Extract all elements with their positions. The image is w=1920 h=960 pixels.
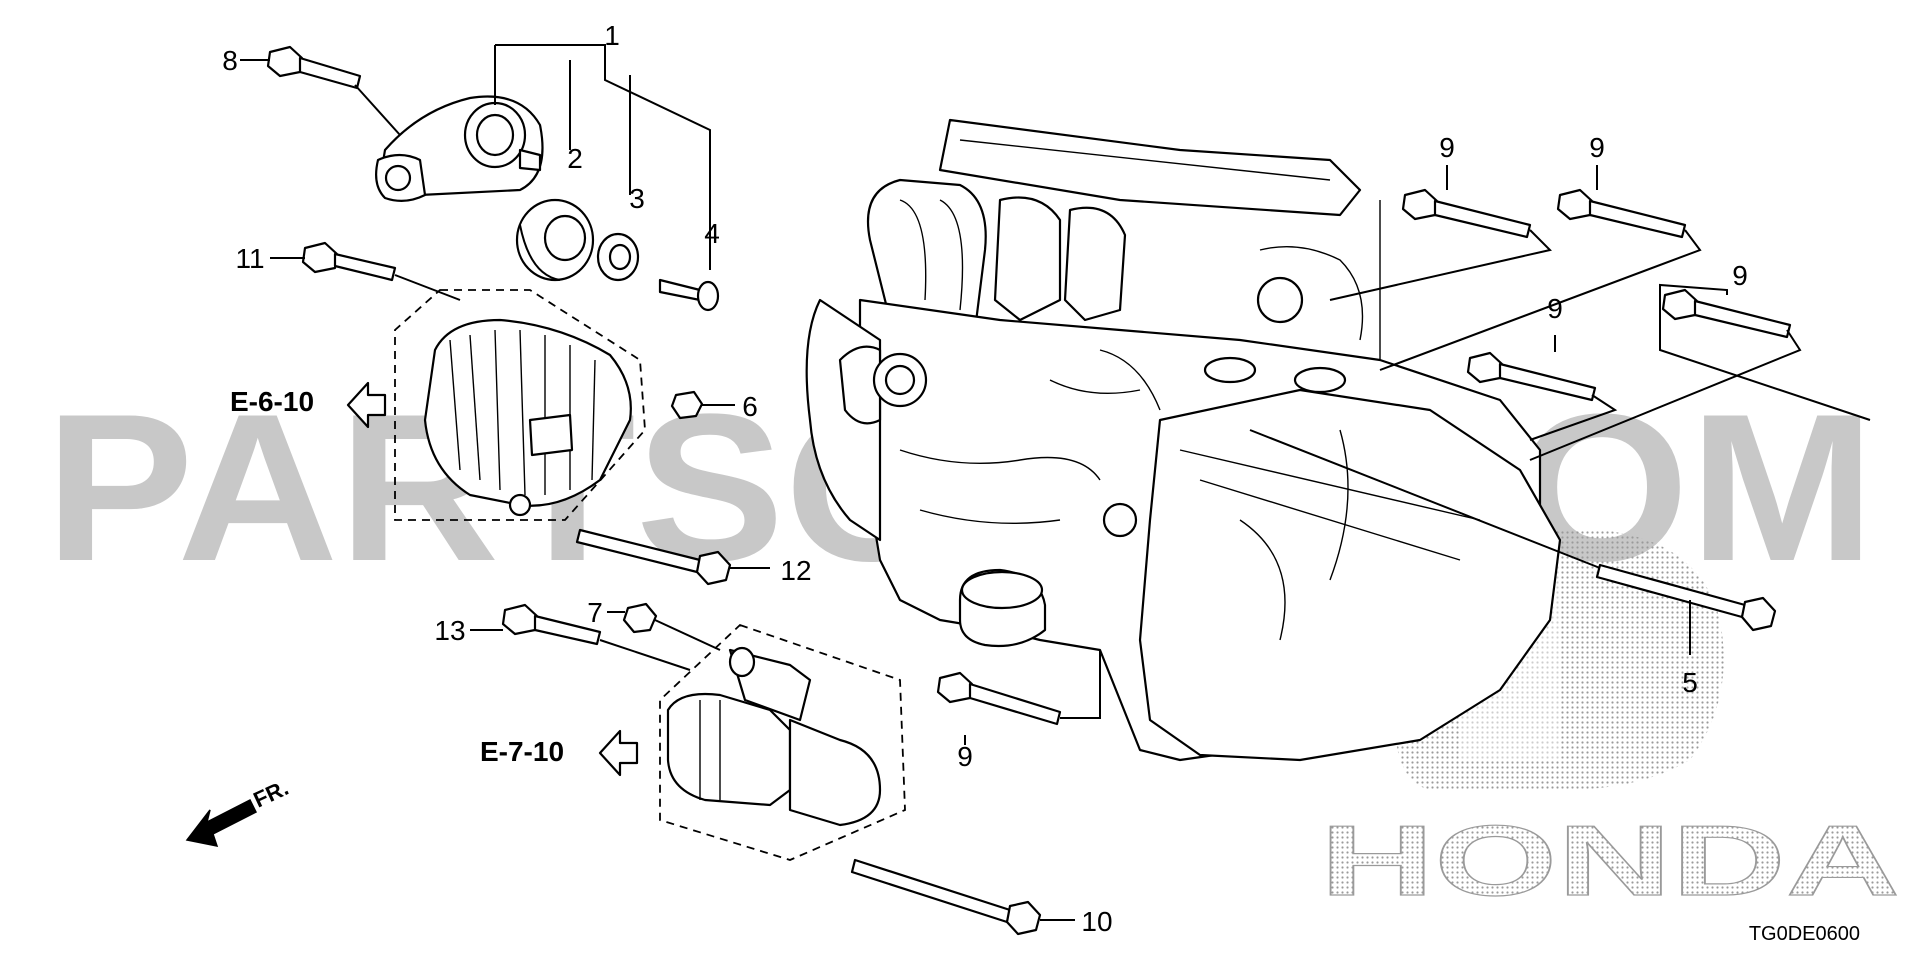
flange-bolt-4	[658, 278, 720, 312]
callout-3: 3	[629, 183, 645, 214]
reference-starter[interactable]: E-7-10	[480, 729, 639, 777]
callout-5: 5	[1682, 667, 1698, 698]
nut-7	[622, 602, 658, 634]
callout-9-b: 9	[1589, 132, 1605, 163]
bolt-9-e	[936, 671, 1062, 726]
callout-7: 7	[587, 597, 603, 628]
reference-label-alternator[interactable]: E-6-10	[230, 386, 314, 417]
bolt-9-b	[1556, 188, 1687, 239]
callout-2: 2	[567, 143, 583, 174]
front-direction-arrow-icon	[185, 798, 258, 847]
reference-alternator[interactable]: E-6-10	[230, 381, 387, 429]
front-label: FR.	[250, 775, 293, 813]
callout-9-d: 9	[1547, 293, 1563, 324]
callout-9-c: 9	[1732, 260, 1748, 291]
front-direction-indicator: FR.	[185, 775, 293, 847]
bolt-13	[501, 603, 602, 646]
auto-tensioner	[375, 95, 544, 202]
diagram-code: TG0DE0600	[1749, 923, 1860, 945]
callout-13: 13	[434, 615, 465, 646]
hollow-left-arrow-icon	[598, 729, 639, 777]
callout-1: 1	[604, 20, 620, 51]
callout-10: 10	[1081, 906, 1112, 937]
bolt-9-d	[1466, 351, 1597, 402]
bolt-9-c	[1661, 288, 1792, 339]
reference-label-starter[interactable]: E-7-10	[480, 736, 564, 767]
callout-8: 8	[222, 45, 238, 76]
nut-6	[670, 390, 704, 420]
bolt-5	[1595, 563, 1777, 632]
callout-6: 6	[742, 391, 758, 422]
bolt-11	[301, 241, 397, 282]
hollow-left-arrow-icon	[346, 381, 387, 429]
alternator	[394, 289, 646, 521]
engine-assembly	[805, 118, 1562, 762]
callout-numbers: 1 2 3 4 8 11 6 12 7 13 10 9 9 9 9 9 5	[222, 20, 1748, 937]
bolt-9-a	[1401, 188, 1532, 239]
callout-9-a: 9	[1439, 132, 1455, 163]
bolt-12	[575, 528, 732, 586]
bolt-10	[850, 858, 1042, 936]
idler-pulley	[515, 198, 595, 282]
bolt-8	[266, 45, 362, 90]
starter-motor	[659, 623, 906, 861]
callout-9-e: 9	[957, 741, 973, 772]
callout-11: 11	[235, 243, 264, 274]
leader-lines	[240, 44, 1871, 921]
honda-wordmark: HONDA	[1320, 805, 1900, 917]
callout-12: 12	[780, 555, 811, 586]
callout-4: 4	[704, 218, 720, 249]
pulley-cover	[596, 232, 640, 282]
